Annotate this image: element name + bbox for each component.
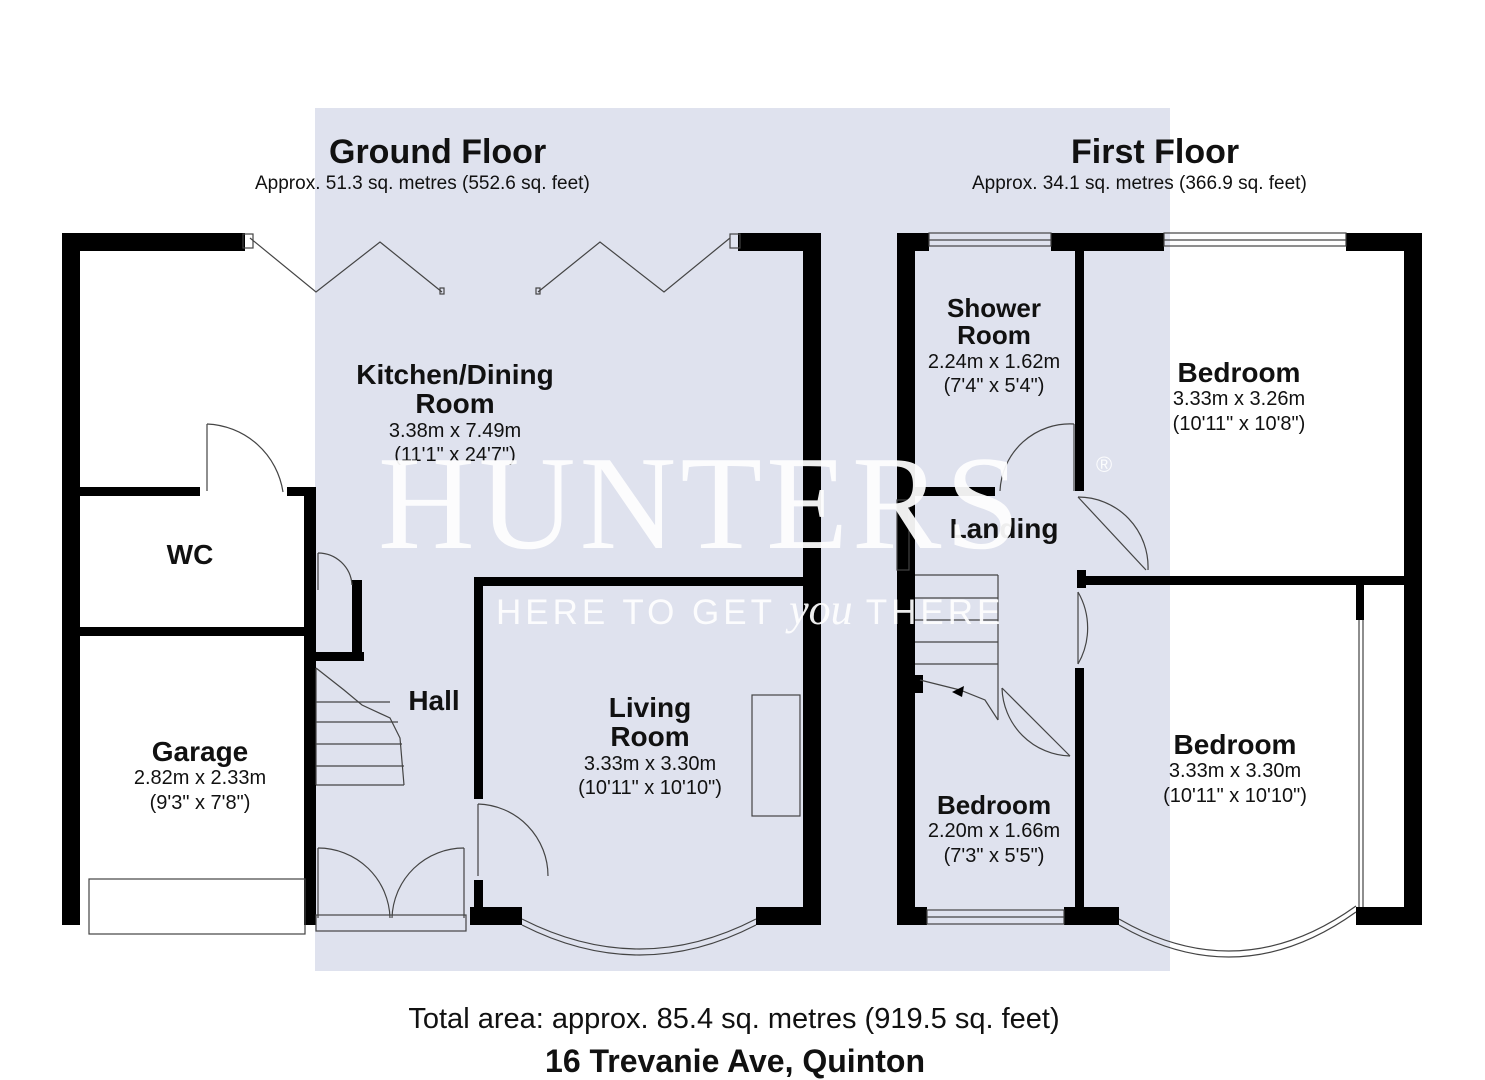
room-dimensions-metric: 2.24m x 1.62m: [927, 350, 1061, 373]
watermark-logo: HUNTERS: [378, 429, 1024, 577]
room-name: Bedroom: [1173, 729, 1297, 760]
room-bedroom-top: Bedroom 3.33m x 3.26m (10'11" x 10'8"): [1119, 358, 1359, 436]
first-floor-area: Approx. 34.1 sq. metres (366.9 sq. feet): [972, 173, 1307, 194]
room-dimensions-imperial: (9'3" x 7'8"): [149, 791, 251, 814]
room-dimensions-metric: 2.82m x 2.33m: [133, 767, 267, 790]
room-wc: WC: [130, 539, 250, 570]
ground-floor-title: Ground Floor: [329, 133, 547, 171]
room-name: Kitchen/Dining: [356, 359, 554, 390]
room-dimensions-imperial: (11'1" x 24'7"): [394, 444, 516, 467]
ground-floor-area: Approx. 51.3 sq. metres (552.6 sq. feet): [255, 173, 590, 194]
first-floor-walls: [897, 233, 1422, 925]
room-name: WC: [166, 539, 214, 570]
room-dimensions-metric: 3.33m x 3.30m: [1168, 760, 1302, 783]
first-floor-title: First Floor: [1071, 133, 1240, 171]
room-name: Landing: [949, 513, 1059, 544]
room-dimensions-imperial: (10'11" x 10'8"): [1172, 412, 1306, 435]
room-dimensions-imperial: (7'4" x 5'4"): [943, 374, 1045, 397]
room-dimensions-imperial: (10'11" x 10'10"): [1163, 784, 1307, 807]
total-area: Total area: approx. 85.4 sq. metres (919…: [408, 1003, 1060, 1035]
first-floor-fixtures: [896, 232, 1364, 958]
highlight-band: [315, 108, 1170, 971]
room-dimensions-metric: 2.20m x 1.66m: [927, 820, 1061, 843]
room-name: Bedroom: [1177, 357, 1301, 388]
room-dimensions-metric: 3.33m x 3.30m: [583, 752, 717, 775]
room-hall: Hall: [384, 685, 484, 716]
watermark-tagline-start: HERE TO GET: [496, 593, 790, 632]
stair-arrow-icon: [952, 686, 964, 697]
room-kitchen-dining: Kitchen/Dining Room 3.38m x 7.49m (11'1"…: [315, 360, 595, 468]
room-shower: Shower Room 2.24m x 1.62m (7'4" x 5'4"): [904, 293, 1084, 398]
room-bedroom-small: Bedroom 2.20m x 1.66m (7'3" x 5'5"): [894, 790, 1094, 868]
room-name: Hall: [408, 685, 460, 716]
room-living: Living Room 3.33m x 3.30m (10'11" x 10'1…: [530, 693, 770, 801]
room-dimensions-imperial: (10'11" x 10'10"): [578, 777, 722, 800]
room-name: Room: [957, 320, 1031, 351]
watermark-tagline-you: you: [789, 585, 853, 634]
watermark-tagline: HERE TO GET you THERE: [496, 584, 1004, 635]
property-address: 16 Trevanie Ave, Quinton: [545, 1043, 925, 1079]
ground-floor-walls: [62, 233, 821, 925]
room-name: Room: [415, 388, 495, 420]
room-name: Room: [610, 721, 690, 753]
room-name: Shower: [947, 293, 1041, 323]
room-dimensions-metric: 3.33m x 3.26m: [1172, 388, 1306, 411]
room-landing: Landing: [934, 513, 1074, 544]
room-dimensions-metric: 3.38m x 7.49m: [388, 419, 522, 442]
room-name: Living: [608, 692, 692, 723]
room-name: Bedroom: [936, 790, 1052, 820]
room-name: Garage: [151, 736, 249, 767]
ground-floor-fixtures: [88, 233, 801, 956]
room-dimensions-imperial: (7'3" x 5'5"): [943, 844, 1045, 867]
watermark-tagline-end: THERE: [852, 593, 1005, 632]
room-bedroom-bay: Bedroom 3.33m x 3.30m (10'11" x 10'10"): [1115, 730, 1355, 808]
room-garage: Garage 2.82m x 2.33m (9'3" x 7'8"): [80, 737, 320, 815]
watermark-registered-mark: ®: [1096, 452, 1113, 477]
